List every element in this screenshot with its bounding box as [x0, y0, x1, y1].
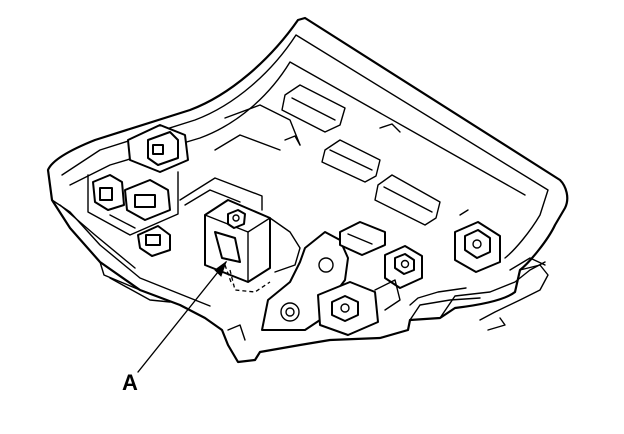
relay-socket-top-1	[281, 84, 346, 133]
bolt-terminal-right	[384, 245, 423, 289]
callout-label-a: A	[122, 370, 138, 395]
relay-socket-top-3	[374, 174, 441, 226]
bolt-terminal-center	[317, 281, 379, 336]
relay-socket-top-2	[321, 139, 381, 183]
callout-a: A	[122, 260, 228, 395]
relay-a	[179, 177, 301, 293]
fuse-box-housing	[46, 16, 569, 364]
floor-ridges	[214, 104, 469, 216]
callout-arrowhead	[214, 260, 228, 277]
relay-socket-right	[339, 221, 386, 256]
fuse-socket-2	[124, 179, 171, 221]
fuse-socket-frame	[87, 171, 179, 236]
bolt-terminal-far-right	[454, 221, 501, 273]
fuse-socket-3	[137, 225, 171, 257]
housing-tabs	[227, 257, 546, 341]
connector-top-left	[127, 124, 189, 173]
fuse-socket-1	[92, 174, 125, 211]
